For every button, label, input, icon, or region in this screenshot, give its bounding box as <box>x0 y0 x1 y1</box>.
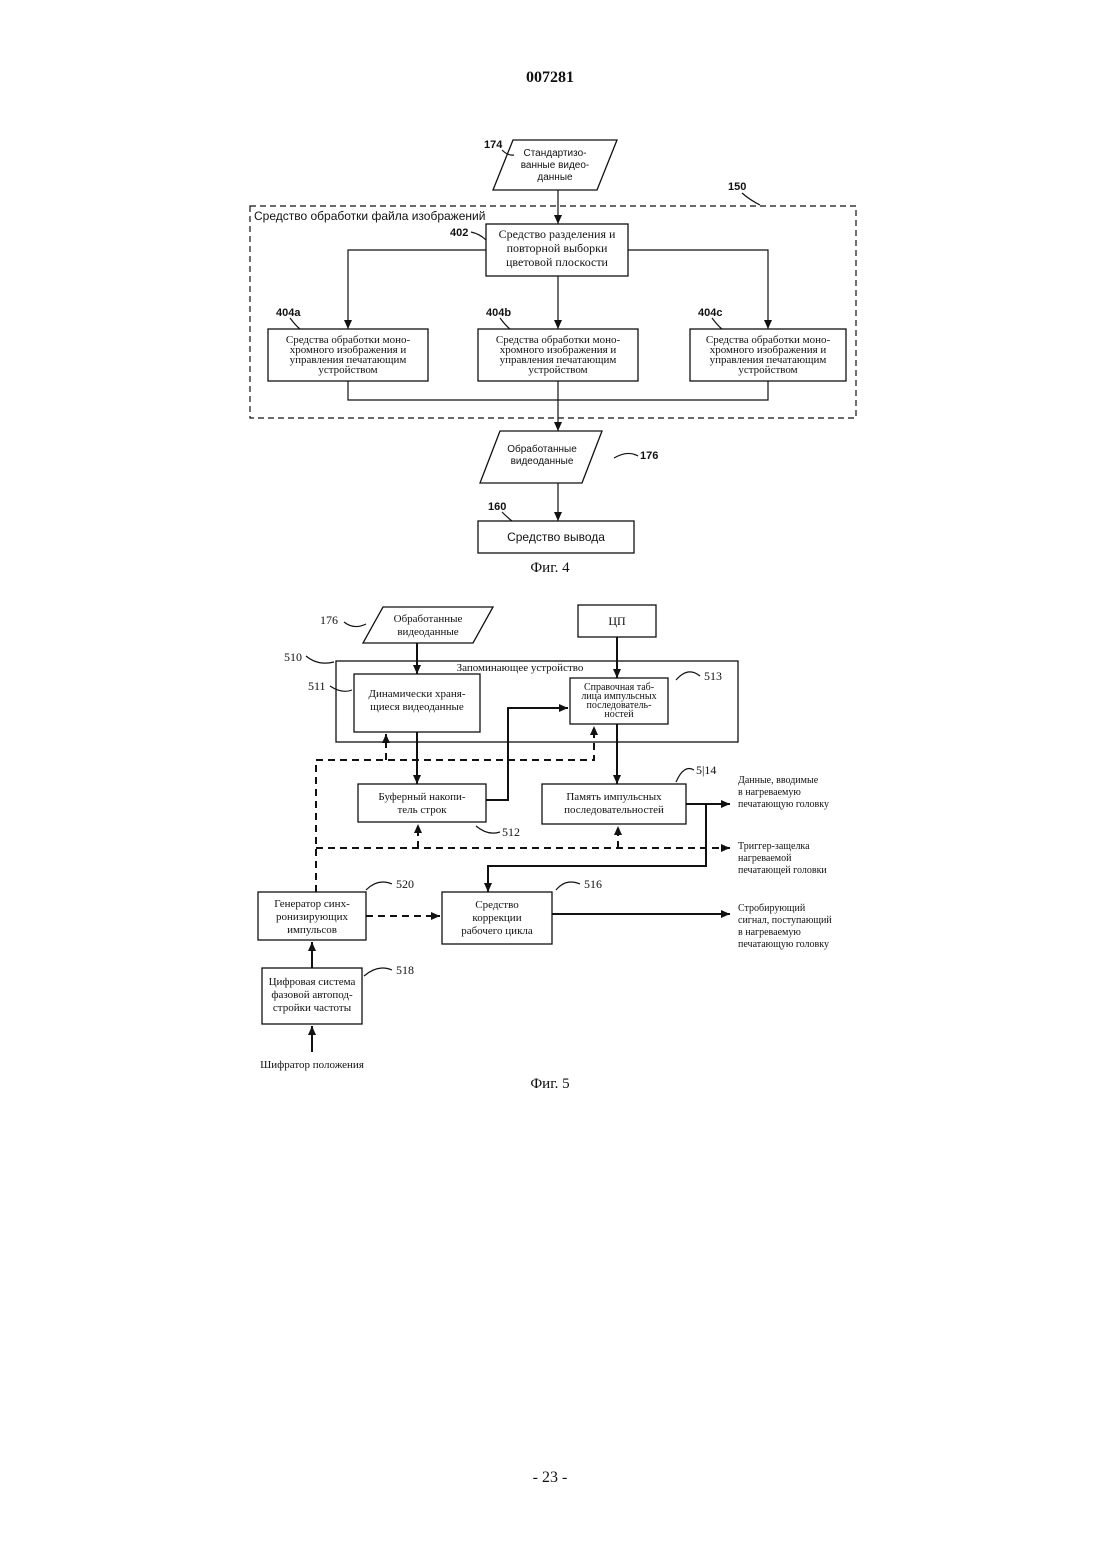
ref-402: 402 <box>450 227 468 239</box>
out-strobe-line2: сигнал, поступающий <box>738 915 832 926</box>
line-buffer-line2: тель строк <box>397 804 447 816</box>
f5-ref-513: 513 <box>704 669 722 683</box>
out-strobe-line4: печатающую головку <box>738 939 829 950</box>
pll-line2: фазовой автопод- <box>271 989 353 1001</box>
out-data-line2: в нагреваемую <box>738 787 801 798</box>
fig5-caption: Фиг. 5 <box>530 1076 569 1092</box>
f5-ref-176: 176 <box>320 613 338 627</box>
sync-gen-line2: ронизирующих <box>276 911 348 923</box>
line-buffer-box <box>358 784 486 822</box>
ref-174: 174 <box>484 139 503 151</box>
ref-160: 160 <box>488 501 506 513</box>
f5-leader-511 <box>330 686 352 691</box>
leader-160 <box>502 512 512 521</box>
out-latch-line3: печатающей головки <box>738 865 827 876</box>
figure-5: Обработанные видеоданные 176 ЦП Запомина… <box>258 605 832 1092</box>
leader-404c <box>712 318 722 329</box>
duty-line1: Средство <box>475 899 519 911</box>
mono-c-line4: устройством <box>738 364 797 376</box>
out-strobe-line1: Стробирующий <box>738 903 806 914</box>
splitter-line2: повторной выборки <box>507 241 608 255</box>
f5-ref-516: 516 <box>584 877 602 891</box>
standardized-video-data-line2: ванные видео- <box>521 160 590 171</box>
leader-402 <box>471 232 486 240</box>
processed-line2: видеоданные <box>511 456 574 467</box>
pll-line1: Цифровая система <box>269 976 356 988</box>
out-latch-line1: Триггер-защелка <box>738 841 810 852</box>
leader-404b <box>500 318 510 329</box>
standardized-video-data-line3: данные <box>537 172 573 183</box>
dynamic-line1: Динамически храня- <box>368 688 465 700</box>
ref-404b: 404b <box>486 307 511 319</box>
memory-device-label: Запоминающее устройство <box>457 662 584 674</box>
duty-line2: коррекции <box>472 912 521 924</box>
document-number: 007281 <box>526 69 574 86</box>
lookup-line4: ностей <box>604 709 634 720</box>
f5-ref-518: 518 <box>396 963 414 977</box>
page-number: - 23 - <box>533 1469 568 1486</box>
leader-176 <box>614 453 638 458</box>
f5-leader-518 <box>364 968 392 976</box>
f5-leader-520 <box>366 882 392 890</box>
cpu-label: ЦП <box>608 614 626 628</box>
f5-leader-513 <box>676 672 700 680</box>
out-latch-line2: нагреваемой <box>738 853 792 864</box>
output-means-label: Средство вывода <box>507 530 605 544</box>
fig4-caption: Фиг. 4 <box>530 560 570 576</box>
ref-150: 150 <box>728 181 746 193</box>
splitter-line1: Средство разделения и <box>499 227 616 241</box>
out-data-line3: печатающую головку <box>738 799 829 810</box>
f5-leader-510 <box>306 656 334 663</box>
mono-b-line4: устройством <box>528 364 587 376</box>
processed-line1: Обработанные <box>507 443 577 455</box>
arrow-402-to-404a <box>348 250 486 329</box>
f5-input-line1: Обработанные <box>394 613 463 625</box>
f5-ref-514: 5|14 <box>696 763 716 777</box>
leader-404a <box>290 318 300 329</box>
f5-ref-510: 510 <box>284 650 302 664</box>
f5-leader-514 <box>676 769 694 783</box>
sync-gen-line1: Генератор синх- <box>274 898 350 910</box>
mono-a-line4: устройством <box>318 364 377 376</box>
f5-ref-512: 512 <box>502 825 520 839</box>
pulse-memory-line2: последовательностей <box>564 804 664 816</box>
dynamic-line2: щиеся видеоданные <box>370 701 464 713</box>
line-buffer-line1: Буферный накопи- <box>378 791 466 803</box>
duty-line3: рабочего цикла <box>461 925 533 937</box>
standardized-video-data-line1: Стандартизо- <box>523 148 586 159</box>
ref-404c: 404c <box>698 307 722 319</box>
position-encoder-label: Шифратор положения <box>260 1059 364 1071</box>
f5-leader-516 <box>556 882 580 890</box>
f5-ref-520: 520 <box>396 877 414 891</box>
ref-176: 176 <box>640 450 658 462</box>
leader-150 <box>742 193 760 205</box>
sync-gen-line3: импульсов <box>287 924 337 936</box>
pulse-memory-line1: Память импульсных <box>566 791 662 803</box>
f5-leader-512 <box>476 826 500 833</box>
pll-line3: стройки частоты <box>273 1002 352 1014</box>
f5-ref-511: 511 <box>308 679 326 693</box>
figure-4: Средство обработки файла изображений 150… <box>250 139 856 576</box>
f5-input-line2: видеоданные <box>397 626 458 638</box>
out-strobe-line3: в нагреваемую <box>738 927 801 938</box>
container-label: Средство обработки файла изображений <box>254 209 485 223</box>
f5-leader-176 <box>344 622 366 627</box>
ref-404a: 404a <box>276 307 301 319</box>
out-data-line1: Данные, вводимые <box>738 775 819 786</box>
splitter-line3: цветовой плоскости <box>506 255 609 269</box>
